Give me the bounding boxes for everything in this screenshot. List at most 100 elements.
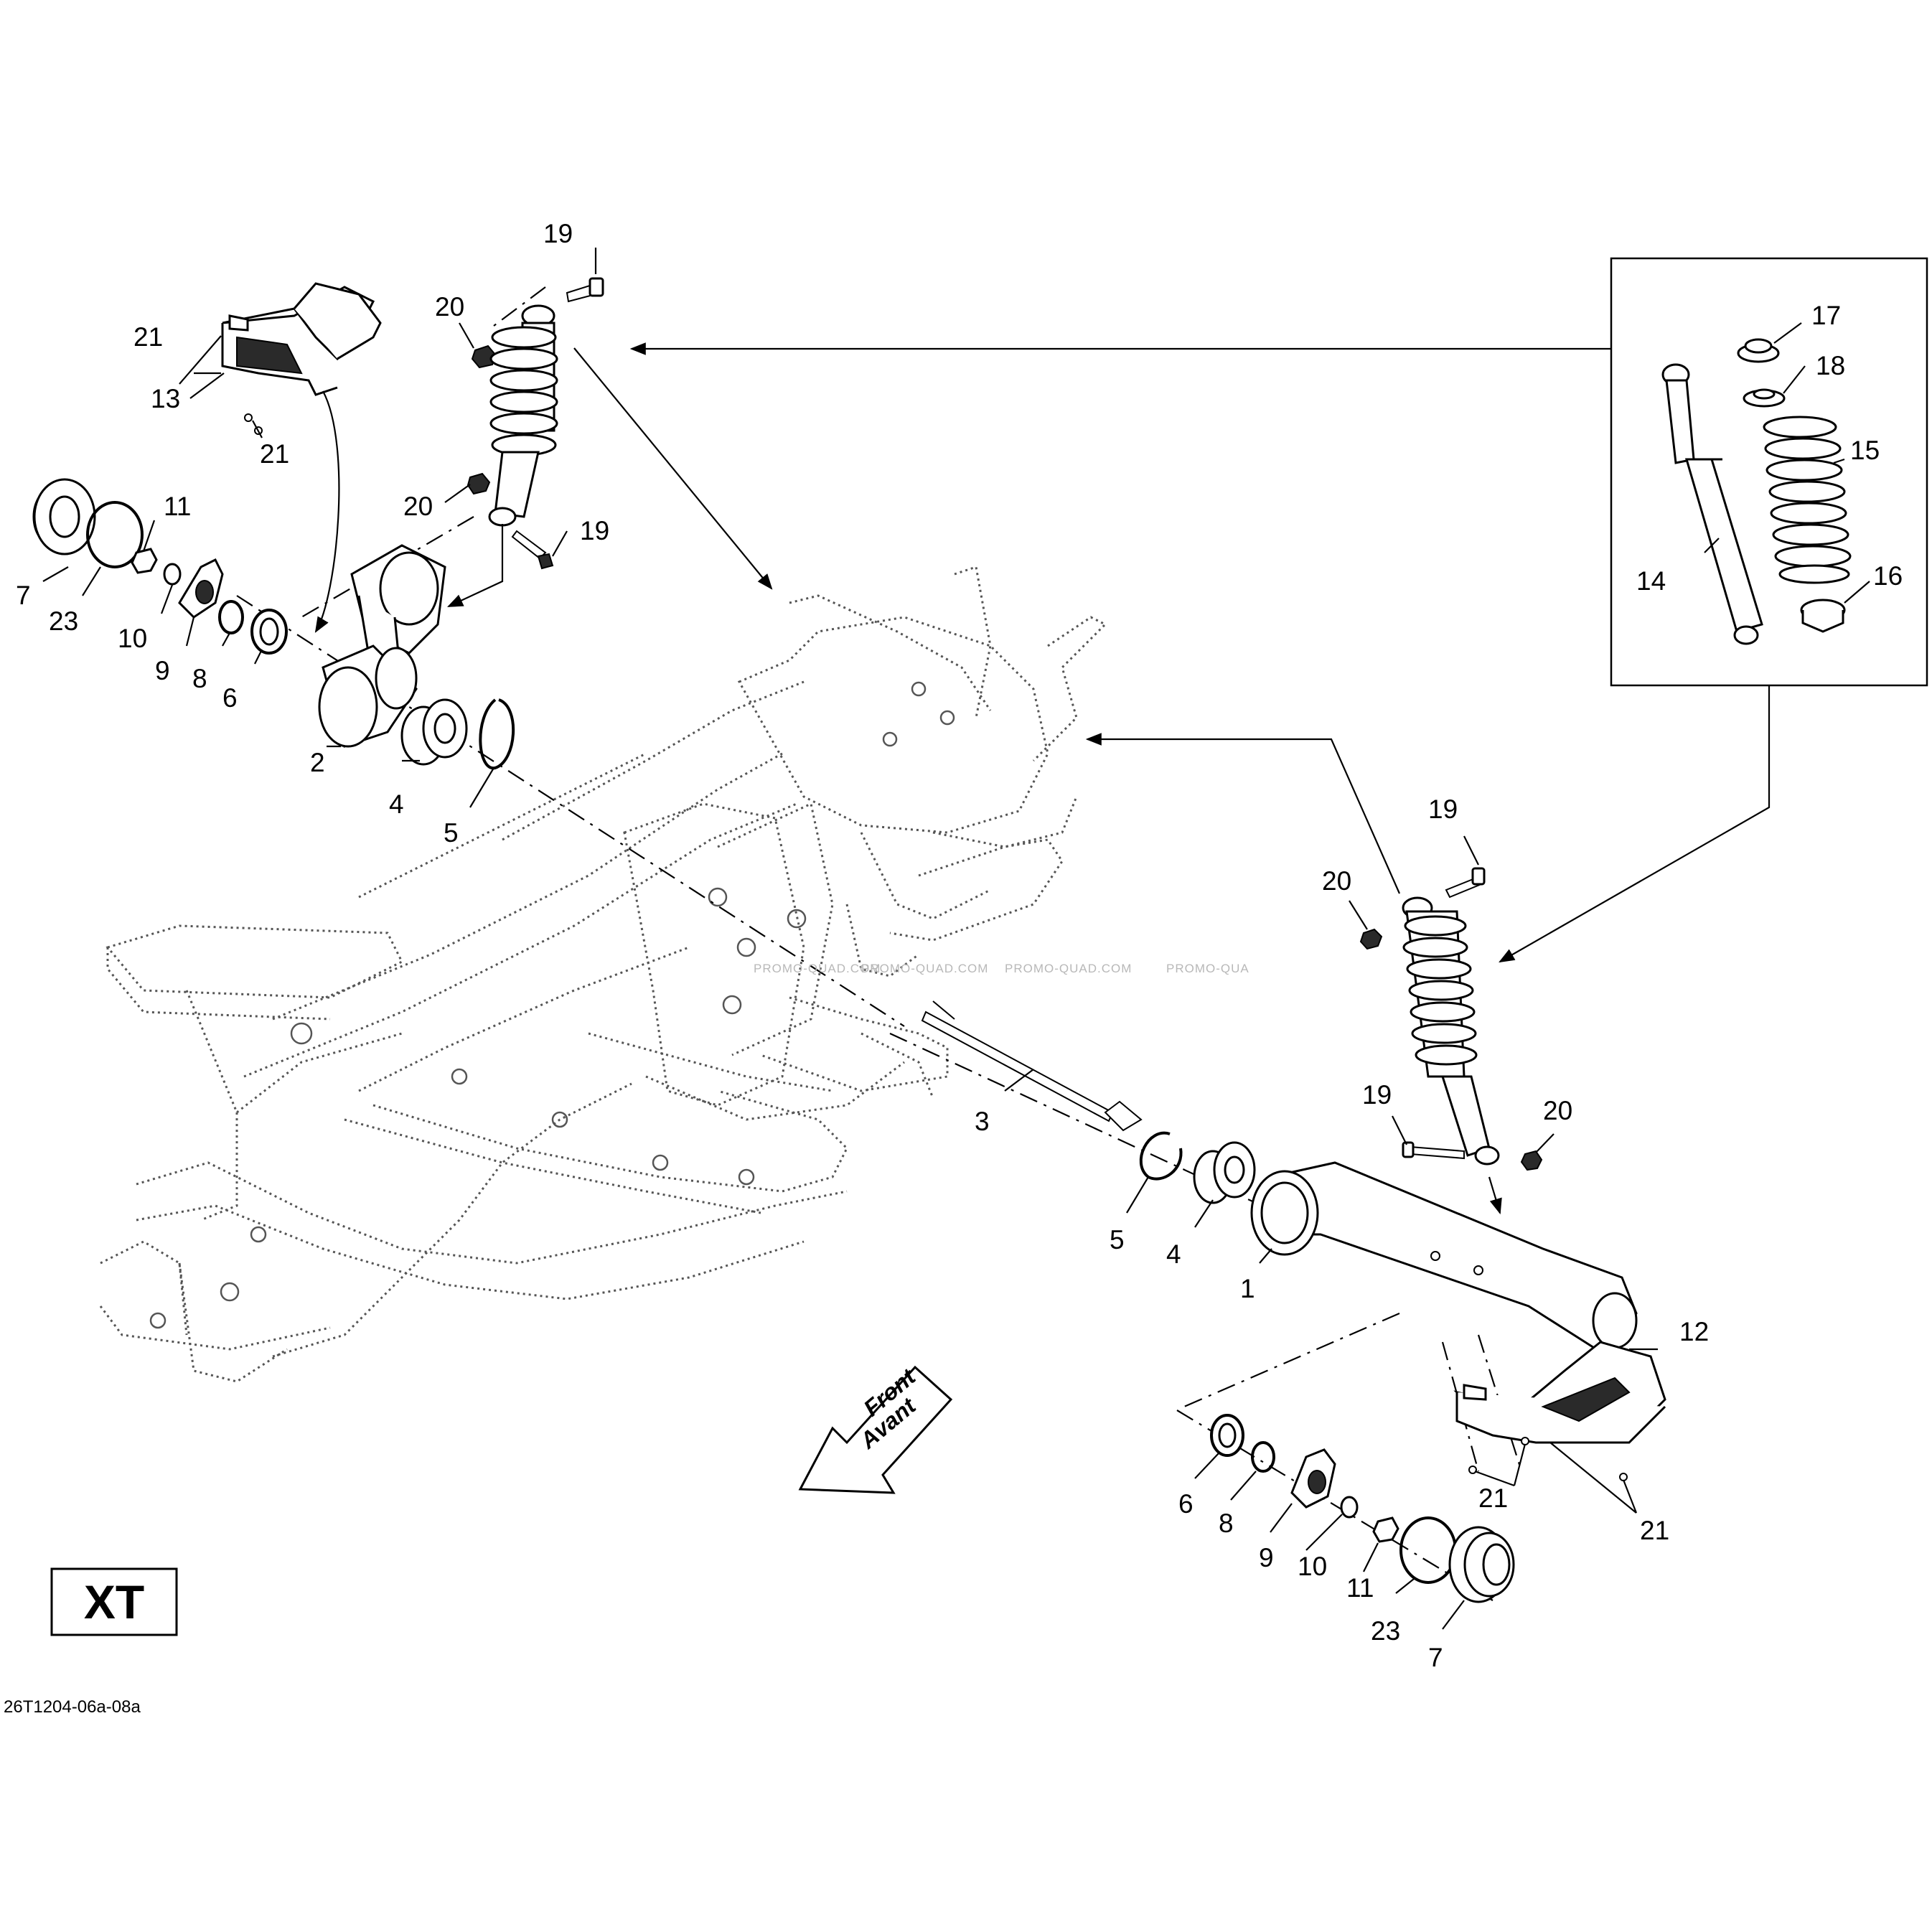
watermark-4: PROMO-QUA [1166, 962, 1249, 975]
callout-10-right: 10 [1298, 1552, 1327, 1581]
callout-5-right: 5 [1110, 1225, 1125, 1255]
bearing-4-left [400, 698, 468, 766]
nut-20-top [471, 344, 497, 369]
right-suspension-parts [244, 413, 1666, 1603]
flange-9-right [1290, 1448, 1336, 1509]
hub-left [32, 478, 96, 555]
nut-11-left [131, 548, 158, 574]
washer-10-right [1340, 1496, 1359, 1519]
screw-21-e [244, 413, 253, 422]
callout-23-left: 23 [49, 606, 78, 636]
oring-23-right [1399, 1516, 1457, 1584]
bracket-swingarm-left [350, 544, 446, 690]
front-direction-arrow: Front Avant [798, 1363, 953, 1494]
spring-seat-17 [1737, 338, 1780, 363]
spring-adjuster-16 [1800, 599, 1846, 633]
callout-20-mid: 20 [403, 492, 433, 521]
callout-19-right-a: 19 [1428, 794, 1458, 824]
callout-9-right: 9 [1259, 1543, 1274, 1572]
callout-19-right-b: 19 [1362, 1080, 1392, 1110]
leader-lines [42, 248, 1870, 1630]
pivot-shaft-3 [921, 1000, 1143, 1132]
nut-20-right-lower [1520, 1150, 1543, 1171]
callout-6-right: 6 [1178, 1489, 1194, 1519]
callout-6-left: 6 [222, 683, 238, 713]
ring-8-right [1251, 1441, 1275, 1473]
callout-12: 12 [1679, 1317, 1709, 1346]
bolt-19-mid [511, 530, 554, 570]
ring-8-left [218, 600, 244, 634]
nut-20-mid [466, 472, 491, 495]
seal-6-left [250, 609, 288, 655]
swing-arm-1 [1250, 1161, 1638, 1359]
chassis-frame [99, 566, 1107, 1383]
callout-21-right-b: 21 [1640, 1516, 1669, 1545]
callout-20-right-a: 20 [1322, 866, 1351, 896]
bolt-19-top [566, 277, 604, 303]
washer-10-left [163, 563, 182, 586]
flange-9-left [178, 558, 224, 619]
callout-8-right: 8 [1219, 1509, 1234, 1538]
skid-guard-right [1453, 1341, 1666, 1444]
callout-20-right-b: 20 [1543, 1096, 1572, 1125]
callout-18: 18 [1816, 351, 1845, 380]
callout-20-top: 20 [435, 292, 464, 322]
callout-17: 17 [1811, 301, 1841, 330]
seal-6-right [1210, 1414, 1244, 1457]
callout-3: 3 [975, 1107, 990, 1136]
shock-absorber-right [1402, 896, 1500, 1166]
callout-5-left: 5 [444, 818, 459, 848]
pivot-tube-2-left [318, 644, 418, 748]
callout-4-left: 4 [389, 789, 404, 819]
diagram-reference-code: 26T1204-06a-08a [4, 1697, 141, 1717]
watermark-3: PROMO-QUAD.COM [1005, 962, 1132, 975]
callout-10-left: 10 [118, 624, 147, 653]
callout-11-right: 11 [1346, 1573, 1374, 1603]
callout-7-left: 7 [16, 581, 31, 610]
callout-9-left: 9 [155, 656, 170, 685]
callout-21-b: 21 [260, 439, 289, 469]
watermark-2: PROMO-QUAD.COM [861, 962, 988, 975]
skid-guard-left [221, 282, 382, 396]
screw-21-a [1468, 1466, 1477, 1474]
oring-23-left [86, 501, 144, 568]
callout-4-right: 4 [1166, 1239, 1181, 1269]
callout-21-a: 21 [133, 322, 163, 352]
hub-right [1448, 1526, 1515, 1603]
callout-13: 13 [151, 384, 180, 413]
callout-21-right-a: 21 [1478, 1483, 1508, 1513]
callout-16: 16 [1873, 561, 1903, 591]
model-badge: XT [50, 1567, 178, 1636]
callout-19-mid: 19 [580, 516, 609, 545]
screw-21-b [1521, 1437, 1529, 1445]
callout-11-left: 11 [164, 492, 191, 521]
circlip-5-left [479, 698, 515, 770]
callout-numbers: 19 20 21 13 21 11 7 23 10 9 8 6 20 19 2 … [16, 219, 1903, 1672]
callout-14: 14 [1636, 566, 1666, 596]
callout-7-right: 7 [1428, 1643, 1443, 1672]
callout-15: 15 [1850, 436, 1880, 465]
callout-1: 1 [1240, 1274, 1255, 1303]
damper-14 [1661, 363, 1763, 645]
assembly-arrows [314, 342, 1771, 1215]
left-suspension-parts [32, 277, 604, 770]
callout-23-right: 23 [1371, 1616, 1400, 1646]
spring-retainer-18 [1743, 388, 1786, 408]
circlip-5-right [1139, 1131, 1183, 1181]
watermark-1: PROMO-QUAD.COM [754, 962, 881, 975]
spring-15 [1763, 416, 1852, 584]
shock-absorber-left [488, 304, 558, 527]
bolt-19-right-lower [1402, 1141, 1465, 1160]
watermarks: PROMO-QUAD.COM PROMO-QUAD.COM PROMO-QUAD… [754, 962, 1249, 975]
callout-19-top: 19 [543, 219, 573, 248]
screw-21-c [1619, 1473, 1628, 1481]
bearing-4-right [1193, 1141, 1256, 1204]
nut-20-right-top [1359, 928, 1383, 950]
shock-detail-inset [1610, 257, 1928, 687]
callout-8-left: 8 [192, 664, 207, 693]
callout-2: 2 [310, 748, 325, 777]
model-badge-text: XT [84, 1575, 144, 1628]
nut-11-right [1372, 1516, 1399, 1543]
bolt-19-right-top [1445, 867, 1486, 899]
